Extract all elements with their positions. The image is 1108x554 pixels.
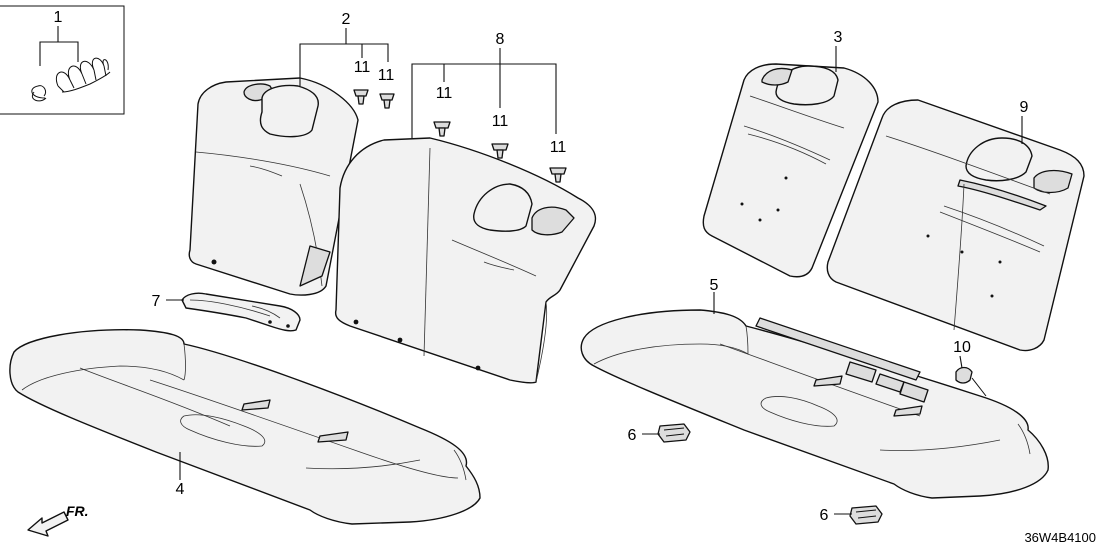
- callout-11-d: 11: [492, 113, 509, 130]
- part-5-rear-seat-cushion[interactable]: [580, 309, 1049, 499]
- part-6-hook-a[interactable]: [657, 423, 691, 443]
- part-3-rear-seatback-narrow[interactable]: [702, 63, 879, 278]
- front-label: FR.: [66, 503, 89, 519]
- callout-7: 7: [152, 293, 161, 310]
- callout-labels: 1 2 3 4 5 6 6 7 8 9 10 11 11 11 11 11: [54, 9, 1029, 524]
- part-4-seat-cushion[interactable]: [9, 329, 481, 525]
- callout-9: 9: [1020, 99, 1029, 116]
- callout-10: 10: [953, 339, 971, 356]
- front-direction-indicator: FR.: [27, 503, 89, 537]
- callout-6-lower: 6: [820, 507, 829, 524]
- callout-4: 4: [176, 481, 185, 498]
- callout-6-upper: 6: [628, 427, 637, 444]
- part-6-hook-b[interactable]: [849, 505, 883, 525]
- callout-11-c: 11: [436, 85, 453, 102]
- part-9-rear-seatback-wide[interactable]: [826, 99, 1085, 352]
- callout-5: 5: [710, 277, 719, 294]
- callout-11-a: 11: [354, 59, 371, 76]
- part-11-clip-c[interactable]: [433, 121, 451, 137]
- callout-2: 2: [342, 11, 351, 28]
- callout-11-b: 11: [378, 67, 395, 84]
- inset-box: [0, 5, 125, 115]
- part-11-clip-b[interactable]: [379, 93, 395, 109]
- part-1-hog-ring-and-coil[interactable]: [31, 57, 111, 102]
- diagram-code: 36W4B4100: [1024, 530, 1096, 545]
- part-2-left-seatback[interactable]: [188, 77, 359, 296]
- part-11-clip-d[interactable]: [491, 143, 509, 159]
- callout-1: 1: [54, 9, 63, 26]
- callout-11-e: 11: [550, 139, 567, 156]
- part-7-trim-cover[interactable]: [181, 292, 301, 332]
- callout-8: 8: [496, 31, 505, 48]
- callout-3: 3: [834, 29, 843, 46]
- leader-lines: [39, 26, 1023, 515]
- front-arrow-icon: [27, 511, 69, 537]
- part-11-clip-a[interactable]: [353, 89, 369, 105]
- part-8-right-seatback[interactable]: [334, 137, 597, 384]
- part-11-clip-e[interactable]: [549, 167, 567, 183]
- part-10-bolt[interactable]: [955, 366, 987, 397]
